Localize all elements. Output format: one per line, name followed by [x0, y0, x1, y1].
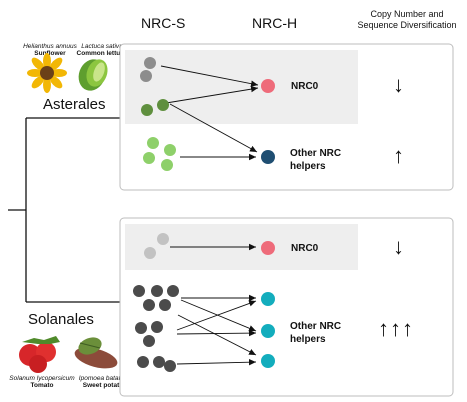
- solanales-other-helper-dot: [261, 292, 275, 306]
- species-sweetpotato-common: Sweet potato: [82, 382, 124, 389]
- sensor-dot: [157, 99, 169, 111]
- sensor-dot: [167, 285, 179, 297]
- asterales-other-trend: ↑: [393, 143, 404, 168]
- sensor-dot: [159, 299, 171, 311]
- diversification-header: Copy Number and Sequence Diversification: [357, 9, 457, 30]
- sensor-dot: [164, 360, 176, 372]
- sensor-dot: [140, 70, 152, 82]
- solanales-arrows: [170, 243, 257, 366]
- solanales-other-helpers-label-line1: Other NRC: [290, 321, 342, 332]
- species-tomato-common: Tomato: [30, 382, 54, 389]
- asterales-other-helper-dot: [261, 150, 275, 164]
- sensor-dot: [151, 285, 163, 297]
- phylogeny-tree: [8, 117, 120, 303]
- solanales-other-helpers-label-line2: helpers: [290, 334, 326, 345]
- sensor-dot: [133, 285, 145, 297]
- sensor-dot: [141, 104, 153, 116]
- species-lettuce-common: Common lettuce: [76, 50, 128, 57]
- species-sunflower-scientific: Helianthus annuus: [23, 43, 77, 50]
- asterales-nrc0-label: NRC0: [291, 81, 319, 92]
- asterales-sensors: [140, 57, 176, 171]
- sensor-dot: [144, 247, 156, 259]
- sunflower-icon: [27, 53, 67, 93]
- asterales-nrc0-highlight: [125, 50, 358, 124]
- species-sweetpotato-scientific: Ipomoea batatas: [78, 375, 128, 382]
- sensor-dot: [143, 299, 155, 311]
- asterales-nrc0-dot: [261, 79, 275, 93]
- sensor-dot: [143, 335, 155, 347]
- solanales-other-trend: ↑↑↑: [378, 316, 414, 341]
- sensor-dot: [135, 322, 147, 334]
- sensor-dot: [151, 321, 163, 333]
- nrc-h-header: NRC-H: [252, 15, 298, 31]
- sensor-dot: [137, 356, 149, 368]
- asterales-arrows: [159, 65, 259, 161]
- nrc-s-header: NRC-S: [141, 15, 186, 31]
- solanales-nrc0-label: NRC0: [291, 243, 319, 254]
- species-lettuce-scientific: Lactuca sativa: [81, 43, 123, 50]
- tomato-icon: [19, 336, 60, 373]
- species-sunflower-common: Sunflower: [34, 50, 66, 57]
- solanales-other-helper-dot: [261, 354, 275, 368]
- lettuce-icon: [78, 59, 108, 91]
- solanales-sensors: [133, 233, 179, 372]
- asterales-other-helpers-label-line2: helpers: [290, 161, 326, 172]
- solanales-nrc0-dot: [261, 241, 275, 255]
- sensor-dot: [144, 57, 156, 69]
- sensor-dot: [143, 152, 155, 164]
- asterales-nrc0-trend: ↓: [393, 72, 404, 97]
- sensor-dot: [157, 233, 169, 245]
- sensor-dot: [153, 356, 165, 368]
- sensor-dot: [161, 159, 173, 171]
- solanales-other-helper-dot: [261, 324, 275, 338]
- sweet-potato-icon: [74, 337, 118, 369]
- species-tomato-scientific: Solanum lycopersicum: [9, 375, 75, 382]
- order-solanales: Solanales: [28, 311, 94, 328]
- solanales-nrc0-trend: ↓: [393, 234, 404, 259]
- asterales-other-helpers-label-line1: Other NRC: [290, 148, 342, 159]
- sensor-dot: [147, 137, 159, 149]
- sensor-dot: [164, 144, 176, 156]
- order-asterales: Asterales: [43, 96, 106, 113]
